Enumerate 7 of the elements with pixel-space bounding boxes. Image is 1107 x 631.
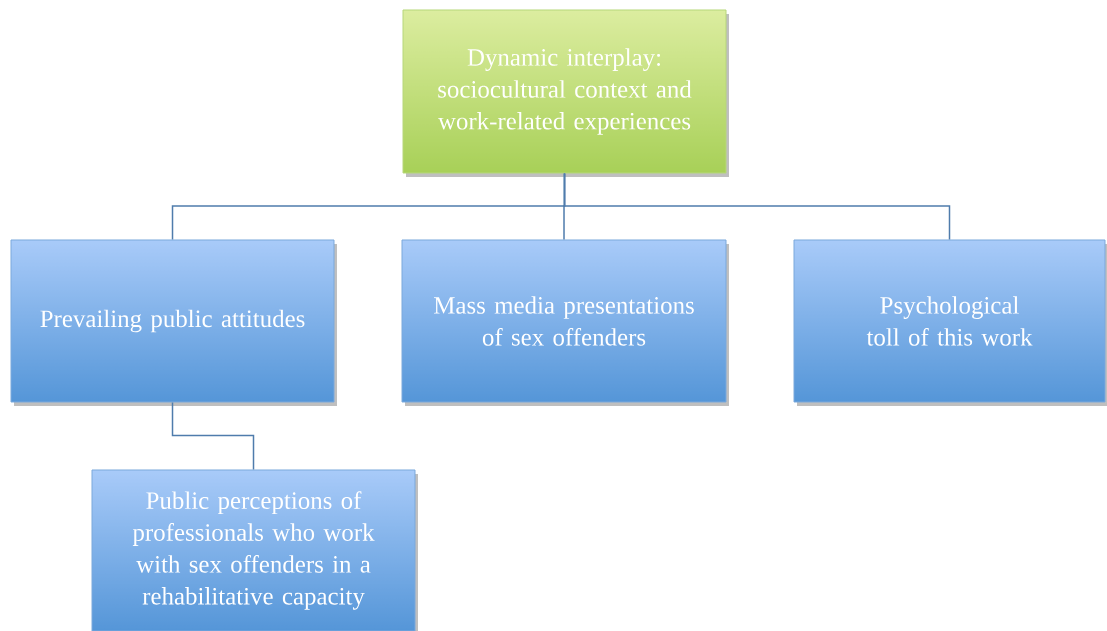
topic-box: Public perceptions of professionals who work with sex offenders in a rehabilitative capacity [91,469,418,631]
topic-box: Psychological toll of this work [793,239,1107,406]
connector-line [171,401,255,471]
connector-line [563,172,951,241]
topic-box: Dynamic interplay: sociocultural context and work-related experiences [402,9,729,177]
topic-box: Prevailing public attitudes [10,239,337,406]
topic-box: Mass media presentations of sex offenders [401,239,729,406]
